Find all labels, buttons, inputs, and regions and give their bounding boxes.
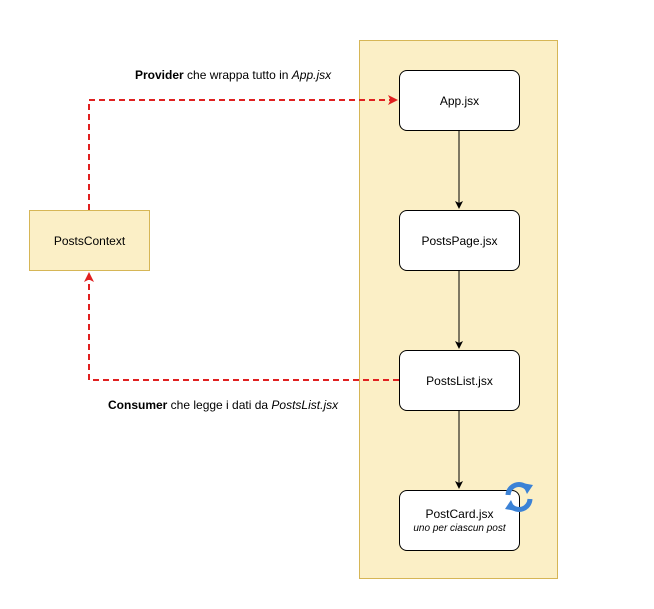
consumer-label-italic: PostsList.jsx xyxy=(271,398,339,412)
provider-label-bold: Provider xyxy=(135,68,184,82)
node-post-card-label: PostCard.jsx xyxy=(425,507,494,521)
provider-label-italic: App.jsx xyxy=(291,68,332,82)
consumer-label: Consumer che legge i dati da PostsList.j… xyxy=(108,398,338,412)
node-app-label: App.jsx xyxy=(439,93,480,108)
provider-label-text: che wrappa tutto in xyxy=(183,68,292,82)
consumer-label-text: che legge i dati da xyxy=(167,398,272,412)
node-posts-list: PostsList.jsx xyxy=(399,350,520,411)
node-posts-page-label: PostsPage.jsx xyxy=(421,233,498,248)
edge-consumer-dashed xyxy=(84,272,399,381)
node-post-card: PostCard.jsx uno per ciascun post xyxy=(399,490,520,551)
cycle-icon xyxy=(505,482,533,512)
provider-label: Provider che wrappa tutto in App.jsx xyxy=(135,68,331,82)
consumer-label-bold: Consumer xyxy=(108,398,168,412)
node-app: App.jsx xyxy=(399,70,520,131)
node-post-card-note: uno per ciascun post xyxy=(413,523,506,534)
node-posts-page: PostsPage.jsx xyxy=(399,210,520,271)
edge-provider-dashed xyxy=(88,95,398,210)
node-posts-list-label: PostsList.jsx xyxy=(426,373,493,388)
node-posts-context-label: PostsContext xyxy=(53,233,126,248)
node-posts-context: PostsContext xyxy=(29,210,150,271)
